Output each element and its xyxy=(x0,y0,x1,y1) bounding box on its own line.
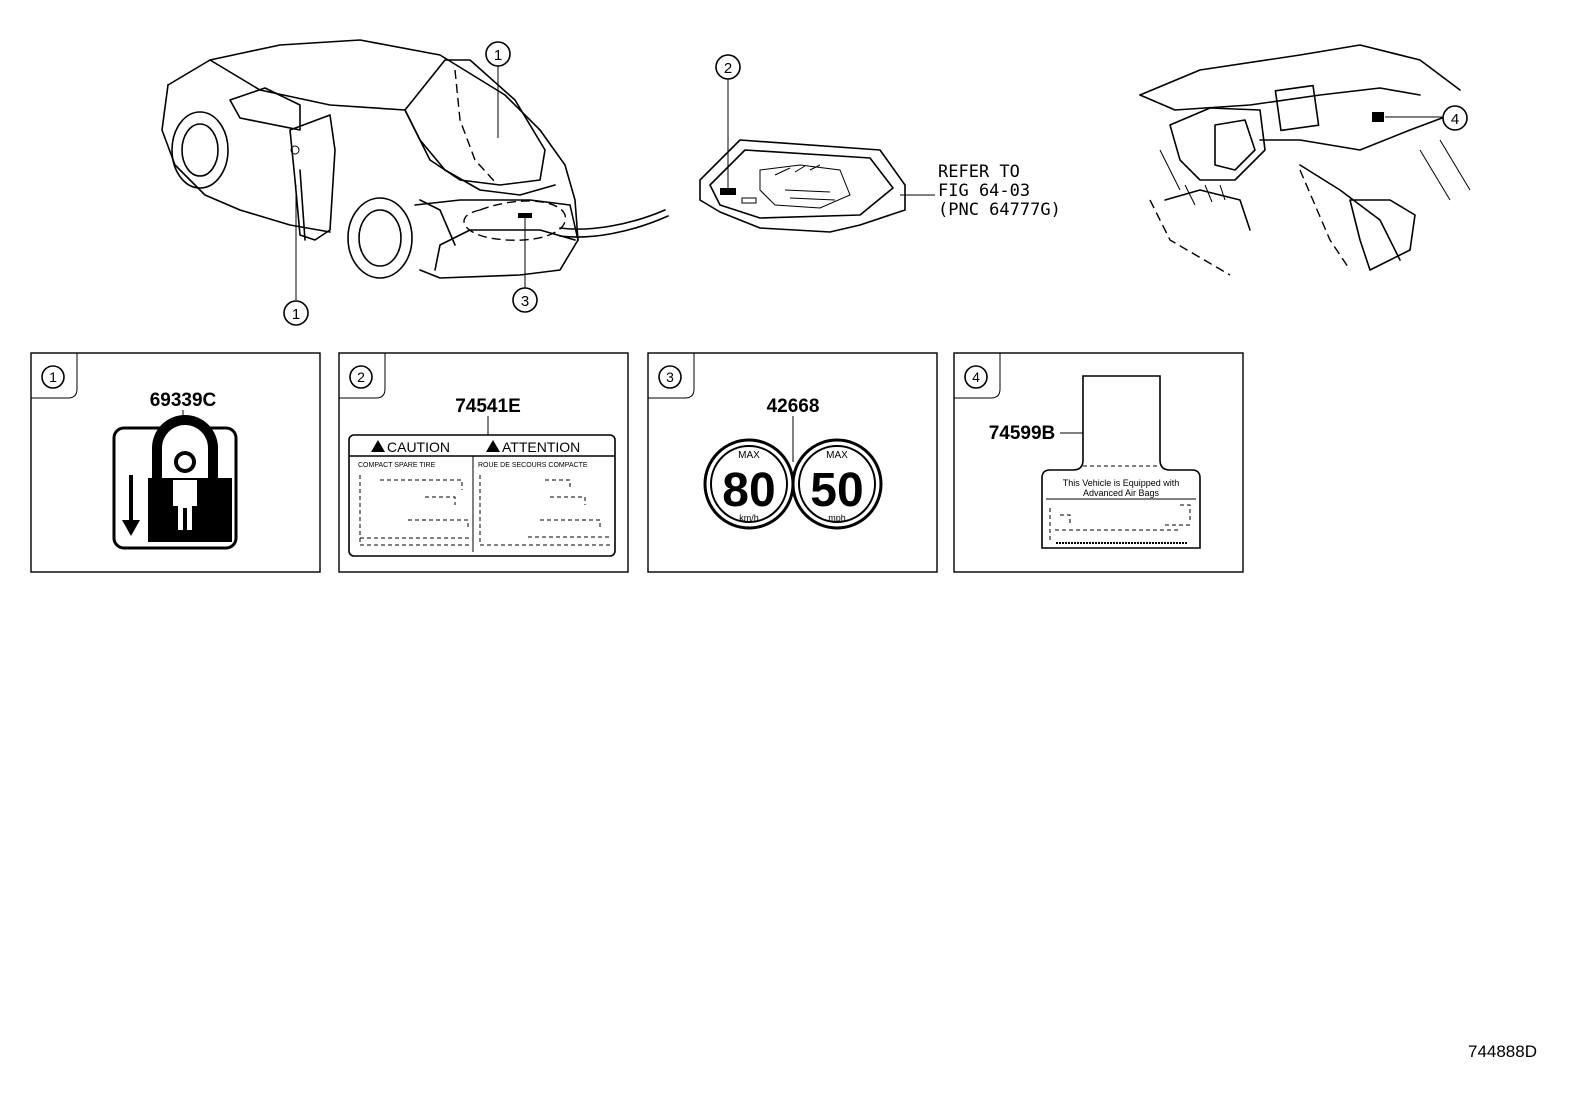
panel-1-index: 1 xyxy=(49,369,57,385)
warning-triangle-icon xyxy=(486,440,500,452)
child-lock-icon xyxy=(112,415,238,550)
callout-3: 3 xyxy=(521,293,529,310)
callout-2: 2 xyxy=(724,60,732,77)
unit-mph-text: mph xyxy=(828,513,846,523)
panel-4-part-number: 74599B xyxy=(989,423,1056,444)
warning-triangle-icon xyxy=(371,440,385,452)
callout-4: 4 xyxy=(1451,111,1459,128)
panel-2-index: 2 xyxy=(357,369,365,385)
panel-1-part-number: 69339C xyxy=(150,390,217,411)
speed-limit-km-badge: MAX 80 km/h xyxy=(703,438,795,530)
speed-80-text: 80 xyxy=(722,464,775,517)
air-bag-label: This Vehicle is Equipped with Advanced A… xyxy=(1041,375,1201,549)
speed-50-text: 50 xyxy=(810,464,863,517)
compact-spare-tire-text: COMPACT SPARE TIRE xyxy=(358,462,436,469)
roue-de-secours-text: ROUE DE SECOURS COMPACTE xyxy=(478,462,588,469)
dashboard-illustration: 4 xyxy=(1139,44,1471,276)
unit-kmh-text: km/h xyxy=(739,513,759,523)
panel-3-index: 3 xyxy=(666,369,674,385)
panel-1: 1 69339C xyxy=(30,352,321,573)
air-bag-text-line1: This Vehicle is Equipped with xyxy=(1063,478,1180,488)
car-illustration: 1 1 3 xyxy=(161,39,669,326)
caution-text: CAUTION xyxy=(387,439,450,455)
panel-3: 3 42668 MAX 80 km/h MAX 50 mph xyxy=(647,352,938,573)
attention-text: ATTENTION xyxy=(502,439,580,455)
spare-tire-tray-illustration: 2 REFER TO FIG 64-03 (PNC 64777G) xyxy=(699,54,1061,233)
panel-2: 2 74541E CAUTION ATTENTION COMPACT SPARE… xyxy=(338,352,629,573)
refer-note-line1: REFER TO xyxy=(938,162,1020,182)
figure-id: 744888D xyxy=(1468,1042,1537,1061)
panel-4: 4 74599B This Vehicle is Equipped with A… xyxy=(953,352,1244,573)
max-left-text: MAX xyxy=(738,450,760,461)
caution-label: CAUTION ATTENTION COMPACT SPARE TIRE ROU… xyxy=(348,434,616,557)
air-bag-text-line2: Advanced Air Bags xyxy=(1083,488,1160,498)
panel-4-index: 4 xyxy=(972,369,980,385)
callout-1-lower: 1 xyxy=(292,306,300,323)
speed-limit-mph-badge: MAX 50 mph xyxy=(791,438,883,530)
panel-2-part-number: 74541E xyxy=(455,396,521,417)
panel-3-part-number: 42668 xyxy=(767,396,820,417)
callout-1-upper: 1 xyxy=(494,47,502,64)
refer-note-line3: (PNC 64777G) xyxy=(938,200,1061,220)
max-right-text: MAX xyxy=(826,450,848,461)
refer-note-line2: FIG 64-03 xyxy=(938,181,1030,201)
